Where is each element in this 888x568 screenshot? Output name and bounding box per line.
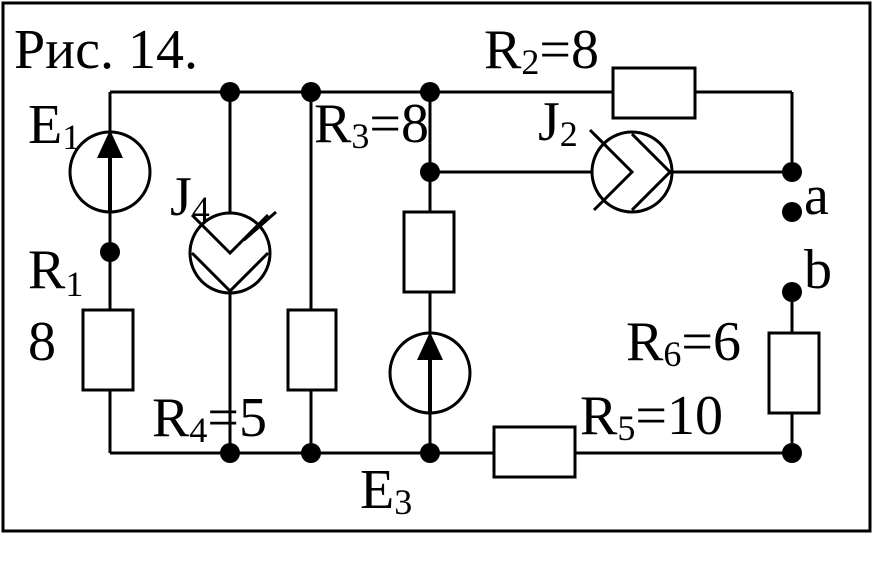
terminal-b-label: b (804, 239, 832, 301)
chevron-right-icon (592, 132, 635, 212)
terminal-b-dot (782, 282, 802, 302)
label-e3: E3 (360, 459, 412, 522)
label-e1: E1 (28, 94, 80, 157)
arrow-up-icon (417, 332, 443, 360)
label-r6: R6=6 (626, 311, 741, 374)
label-r4: R4=5 (152, 387, 267, 450)
resistor-r2 (611, 66, 697, 120)
label-r5: R5=10 (580, 385, 723, 448)
terminal-a-label: a (804, 165, 829, 227)
arrow-up-icon (97, 130, 123, 158)
emf-source-e1 (68, 130, 152, 214)
label-j4: J4 (170, 166, 210, 229)
figure-caption: Рис. 14. (14, 19, 198, 81)
resistor-r6 (767, 331, 821, 415)
chevron-down-icon (190, 251, 270, 294)
label-j2: J2 (538, 91, 578, 154)
label-r3: R3=8 (314, 93, 429, 156)
current-source-j2 (588, 128, 674, 214)
junctions (100, 82, 802, 463)
chevron-right-icon (630, 132, 673, 212)
terminal-a-dot (782, 202, 802, 222)
label-r1-value: 8 (28, 311, 56, 373)
label-r2: R2=8 (484, 19, 599, 82)
figure-frame (1, 1, 872, 533)
resistor-r1 (81, 308, 135, 392)
chevron-down-icon (190, 213, 270, 256)
emf-source-e3 (388, 331, 472, 415)
resistor-r3 (402, 210, 456, 294)
label-r1: R1 (28, 239, 83, 304)
resistor-r4 (286, 308, 338, 392)
resistor-r5 (492, 425, 577, 479)
current-source-j4 (188, 210, 277, 295)
